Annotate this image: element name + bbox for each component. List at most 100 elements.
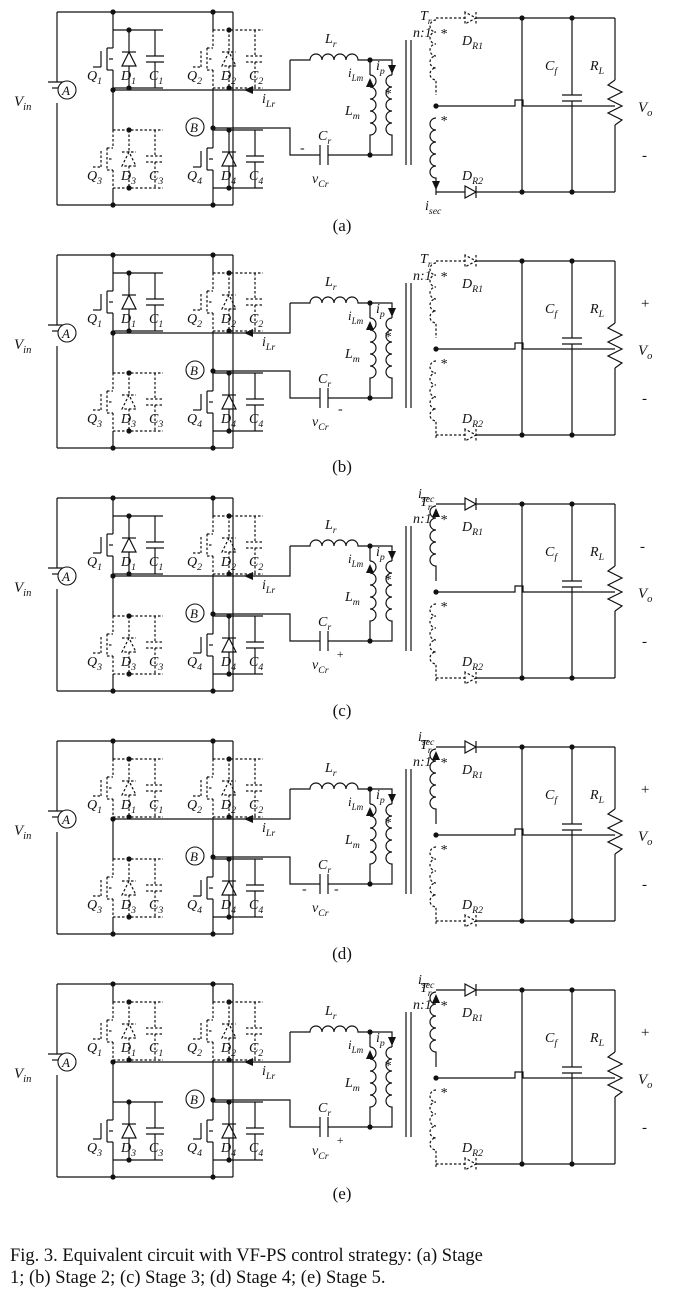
cap-label-c1: C1 [149, 555, 163, 573]
junction-dot [126, 428, 132, 434]
dr1-diode [464, 982, 478, 998]
subfigure-label: (b) [332, 457, 352, 476]
node-b-label: B [190, 849, 198, 864]
secondary-dot: * [440, 999, 447, 1014]
cap-label-c4: C4 [249, 412, 263, 430]
switch-label-q4: Q4 [187, 1141, 202, 1159]
secondary-dot: * [440, 756, 447, 771]
junction-dot [210, 688, 216, 694]
cr-label: Cr [318, 1101, 331, 1119]
diode-label-d2: D2 [220, 69, 236, 87]
isec-arrow [432, 181, 440, 190]
vo-polarity-top: + [640, 1025, 650, 1041]
diode-symbol [121, 393, 137, 410]
junction-dot [126, 185, 132, 191]
cr-polarity: + [336, 1133, 344, 1147]
junction-dot [226, 370, 232, 376]
diode-label-d4: D4 [220, 1141, 236, 1159]
caption-line-1: Fig. 3. Equivalent circuit with VF-PS co… [10, 1246, 483, 1266]
cap-label-c1: C1 [149, 312, 163, 330]
isec-label: isec [425, 199, 442, 217]
vo-polarity-top: - [640, 539, 645, 555]
junction-dot [126, 328, 132, 334]
center-tap [436, 828, 615, 836]
rl-label: RL [589, 302, 604, 320]
subfigure-label: (e) [332, 1184, 352, 1203]
primary-winding [370, 317, 393, 399]
primary-dot: * [384, 816, 391, 831]
lr-label: Lr [324, 518, 337, 536]
tank-wire-b [213, 613, 320, 642]
secondary-winding-bottom [429, 846, 437, 924]
dr2-diode [464, 1156, 478, 1172]
tank-wire-b [213, 127, 320, 156]
node-b-label: B [190, 1092, 198, 1107]
rl-resistor [606, 79, 624, 126]
diode-symbol [121, 879, 137, 896]
rl-label: RL [589, 1031, 604, 1049]
secondary-dot: * [440, 357, 447, 372]
dr2-label: DR2 [461, 412, 483, 430]
junction-dot [519, 15, 525, 21]
junction-dot [210, 931, 216, 937]
node-b-label: B [190, 120, 198, 135]
primary-dot: * [384, 87, 391, 102]
diode-symbol [221, 536, 237, 553]
center-tap [436, 342, 615, 350]
lm-label: Lm [344, 590, 360, 608]
node-a-label: A [61, 83, 70, 98]
ilm-label: iLm [348, 65, 364, 83]
diode-symbol [121, 1022, 137, 1039]
cap-label-c1: C1 [149, 1041, 163, 1059]
cap-label-c2: C2 [249, 555, 263, 573]
diode-label-d1: D1 [120, 312, 136, 330]
diode-symbol [221, 879, 237, 896]
cap-label-c3: C3 [149, 655, 163, 673]
vcr-label: vCr [312, 415, 329, 433]
vo-label: Vo [638, 586, 652, 605]
lr-label: Lr [324, 1004, 337, 1022]
switch-label-q4: Q4 [187, 412, 202, 430]
rl-label: RL [589, 788, 604, 806]
ilr-arrow [244, 329, 253, 337]
junction-dot [226, 513, 232, 519]
junction-dot [226, 428, 232, 434]
tank-wire-a [113, 60, 291, 91]
vo-label: Vo [638, 1072, 652, 1091]
node-b-marker [185, 846, 205, 866]
cr-label: Cr [318, 129, 331, 147]
tank-wire-a [113, 546, 291, 577]
cap-label-c3: C3 [149, 1141, 163, 1159]
junction-dot [519, 189, 525, 195]
center-tap [436, 99, 615, 107]
junction-dot [569, 675, 575, 681]
vo-polarity-bottom: - [642, 148, 647, 164]
junction-dot [569, 15, 575, 21]
junction-dot [569, 189, 575, 195]
cap-label-c4: C4 [249, 169, 263, 187]
node-a-marker [57, 1052, 77, 1072]
node-b-marker [185, 1089, 205, 1109]
junction-dot [126, 856, 132, 862]
cf-label: Cf [545, 788, 558, 806]
vcr-label: vCr [312, 1144, 329, 1162]
junction-dot [126, 1057, 132, 1063]
junction-dot [126, 613, 132, 619]
junction-dot [110, 738, 116, 744]
vin-label: Vin [14, 823, 31, 842]
cap-label-c3: C3 [149, 412, 163, 430]
cf-label: Cf [545, 1031, 558, 1049]
vo-polarity-bottom: - [642, 634, 647, 650]
cf-label: Cf [545, 59, 558, 77]
diode-symbol [221, 1122, 237, 1139]
ilm-arrow [366, 807, 374, 816]
ip-arrow [388, 1037, 396, 1046]
dr2-diode [464, 670, 478, 686]
lr-inductor [290, 782, 370, 790]
diode-symbol [121, 50, 137, 67]
switch-label-q2: Q2 [187, 69, 202, 87]
ilm-label: iLm [348, 551, 364, 569]
junction-dot [126, 85, 132, 91]
